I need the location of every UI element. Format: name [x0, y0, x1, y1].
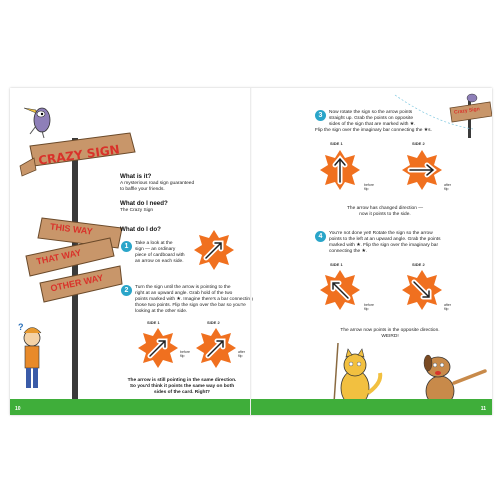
step-1-line-3: piece of cardboard with — [135, 253, 185, 258]
step-1-line-2: sign — an ordinary — [135, 247, 176, 252]
step-2-badge: 2 — [121, 285, 132, 296]
step-2-before-flip-1: before — [180, 350, 190, 354]
signpost-illustration: ? — [18, 107, 136, 400]
step-4-before-flip-1: before — [364, 303, 374, 307]
step-3-sign-side-1 — [320, 150, 360, 190]
step-4-line-2: points to the left at an upward angle. G… — [329, 237, 441, 242]
step-3-badge: 3 — [315, 110, 326, 121]
what-is-it-body-2: to baffle your friends. — [120, 187, 165, 192]
step-4-caption-line-2: WEIRD! — [381, 334, 399, 339]
step-3-caption-line-1: The arrow has changed direction — — [347, 206, 423, 211]
step-3-line-2: straight up. Grab the points on opposite — [329, 116, 413, 121]
step-2-caption-line-3: sides of the card. Right? — [154, 390, 210, 395]
step-4-caption-line-1: The arrow now points in the opposite dir… — [340, 328, 440, 333]
step-4-line-3: marked with ★. Flip the sign over the im… — [329, 243, 439, 248]
svg-text:?: ? — [18, 322, 24, 332]
step-1-crazy-sign — [194, 230, 234, 270]
step-3-side-1-label: SIDE 1 — [330, 141, 343, 146]
left-page-number: 10 — [15, 406, 21, 412]
step-4-after-flip-2: flip — [444, 307, 449, 311]
step-3-side-2-label: SIDE 2 — [412, 141, 425, 146]
step-3-before-flip-2: flip — [364, 187, 369, 191]
step-2-side-2-label: SIDE 2 — [207, 320, 220, 325]
step-3-after-flip-2: flip — [444, 187, 449, 191]
step-2-line-5: looking at the other side. — [135, 309, 188, 314]
step-2-before-flip-2: flip — [180, 354, 185, 358]
step-3-before-flip-1: before — [364, 183, 374, 187]
step-2-caption-line-1: The arrow is still pointing in the same … — [127, 378, 237, 383]
what-need-heading: What do I need? — [120, 200, 168, 207]
step-3-line-1: Now rotate the sign so the arrow points — [329, 110, 413, 115]
step-4-badge: 4 — [315, 231, 326, 242]
step-3-line-3: sides of the sign that are marked with ★… — [329, 122, 416, 127]
what-is-it-body-1: A mysterious road sign guaranteed — [120, 181, 195, 186]
step-4-before-flip-2: flip — [364, 307, 369, 311]
step-2-after-flip-1: after — [238, 350, 246, 354]
step-2-line-2: right at an upward angle. Grab hold of t… — [135, 291, 233, 296]
book-spread: ? CRAZY SIGN THIS WAY THAT WAY OTHER WAY… — [10, 88, 492, 415]
step-2-after-flip-2: flip — [238, 354, 243, 358]
what-do-heading: What do I do? — [120, 226, 161, 233]
step-2-line-3: points marked with ★. Imagine there's a … — [135, 297, 253, 302]
step-2-sign-side-1 — [138, 328, 178, 368]
what-is-it-heading: What is it? — [120, 173, 152, 180]
step-1-line-1: Take a look at the — [135, 241, 173, 246]
left-grass-strip — [10, 399, 251, 415]
step-2-sign-side-2 — [196, 328, 236, 368]
what-need-body: The Crazy Sign — [120, 208, 154, 213]
step-4-after-flip-1: after — [444, 303, 452, 307]
step-1-badge: 1 — [121, 241, 132, 252]
step-3-after-flip-1: after — [444, 183, 452, 187]
step-3-line-4: Flip the sign over the imaginary bar con… — [315, 128, 432, 133]
step-2-side-1-label: SIDE 1 — [147, 320, 160, 325]
right-grass-strip — [251, 399, 492, 415]
right-page-number: 11 — [480, 406, 486, 412]
dashed-trail — [394, 94, 474, 130]
step-4-sign-side-1 — [320, 270, 360, 310]
corner-sign-illustration — [449, 93, 492, 138]
book-gutter — [250, 88, 252, 415]
step-4-line-4: connecting the ★. — [329, 249, 368, 254]
step-2-line-4: those two points. Flip the sign over the… — [135, 303, 246, 308]
step-3-caption-line-2: now it points to the side. — [359, 212, 411, 217]
step-4-side-1-label: SIDE 1 — [330, 262, 343, 267]
step-3-sign-side-2 — [402, 150, 442, 190]
step-1-line-4: an arrow on each side. — [135, 259, 184, 264]
step-4-line-1: You're not done yet! Rotate the sign so … — [329, 231, 433, 236]
step-4-sign-side-2 — [402, 270, 442, 310]
step-2-caption-line-2: So you'd think it points the same way on… — [129, 384, 235, 389]
step-2-line-1: Turn the sign until the arrow is pointin… — [135, 285, 231, 290]
step-4-side-2-label: SIDE 2 — [412, 262, 425, 267]
